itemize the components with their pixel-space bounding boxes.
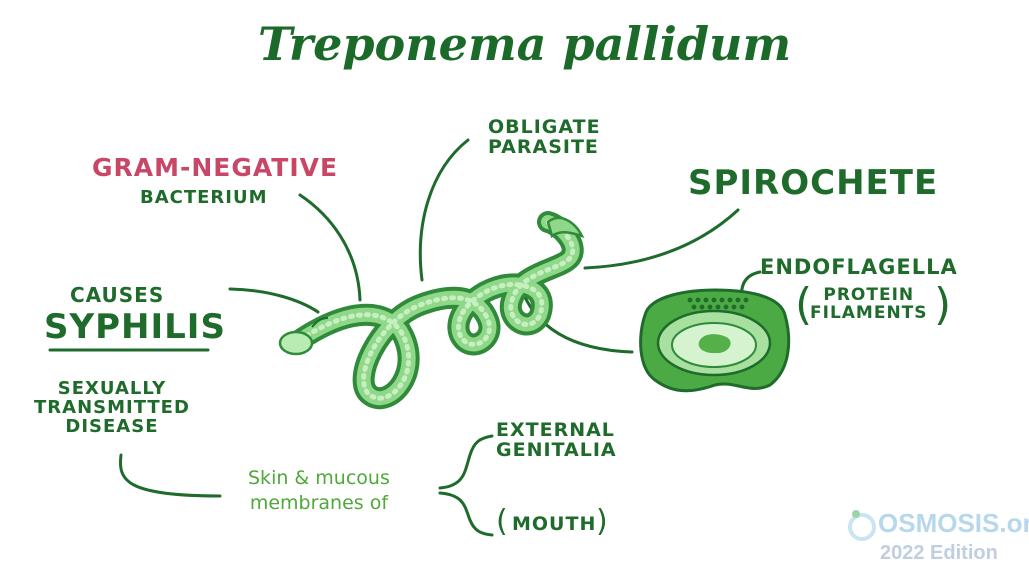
paren-close-protein: ) (934, 279, 952, 330)
label-membranes-of: membranes of (249, 491, 389, 514)
diagram-title: Treponema pallidum (258, 17, 792, 71)
leader-cross-section (518, 283, 634, 354)
edition-text: 2022 Edition (880, 542, 998, 564)
label-parasite: PARASITE (488, 135, 599, 158)
label-gram-negative: GRAM-NEGATIVE (92, 153, 339, 182)
paren-close-mouth: ) (596, 504, 608, 539)
label-syphilis: SYPHILIS (44, 307, 226, 347)
label-bacterium: BACTERIUM (140, 187, 268, 208)
label-skin-mucous: Skin & mucous (248, 467, 390, 489)
label-protein: PROTEIN (823, 285, 915, 305)
osmosis-logo-text: OSMOSIS.org (878, 508, 1029, 538)
label-external-genitalia: EXTERNAL GENITALIA (496, 419, 617, 461)
label-mouth: MOUTH (512, 513, 597, 535)
cross-section-illustration (639, 288, 791, 393)
osmosis-logo-icon (848, 510, 876, 541)
label-filaments: FILAMENTS (810, 302, 928, 323)
label-sexually: SEXUALLY (57, 378, 167, 399)
label-obligate-parasite: OBLIGATE PARASITE (488, 116, 601, 158)
label-endoflagella: ENDOFLAGELLA (760, 255, 958, 279)
brace-lower (438, 491, 494, 537)
label-obligate: OBLIGATE (488, 116, 601, 138)
leader-obligate-parasite (418, 138, 470, 282)
label-std: SEXUALLY TRANSMITTED DISEASE (34, 378, 190, 437)
paren-open-mouth: ( (496, 504, 508, 539)
label-transmitted: TRANSMITTED (34, 396, 190, 418)
label-genitalia: GENITALIA (496, 438, 617, 461)
label-disease: DISEASE (65, 415, 159, 437)
label-protein-filaments: PROTEIN FILAMENTS (810, 285, 928, 323)
leader-gram-negative (298, 193, 362, 302)
paren-open-protein: ( (795, 279, 813, 330)
label-external: EXTERNAL (496, 419, 615, 441)
leader-std (119, 453, 222, 498)
label-skin-mucous-membranes: Skin & mucous membranes of (248, 466, 390, 515)
label-spirochete: SPIROCHETE (688, 163, 939, 203)
leader-spirochete (583, 208, 740, 270)
label-causes: CAUSES (70, 283, 165, 307)
leader-causes-syphilis (228, 287, 320, 314)
spirochete-illustration (278, 211, 585, 410)
brace-upper (438, 434, 494, 490)
